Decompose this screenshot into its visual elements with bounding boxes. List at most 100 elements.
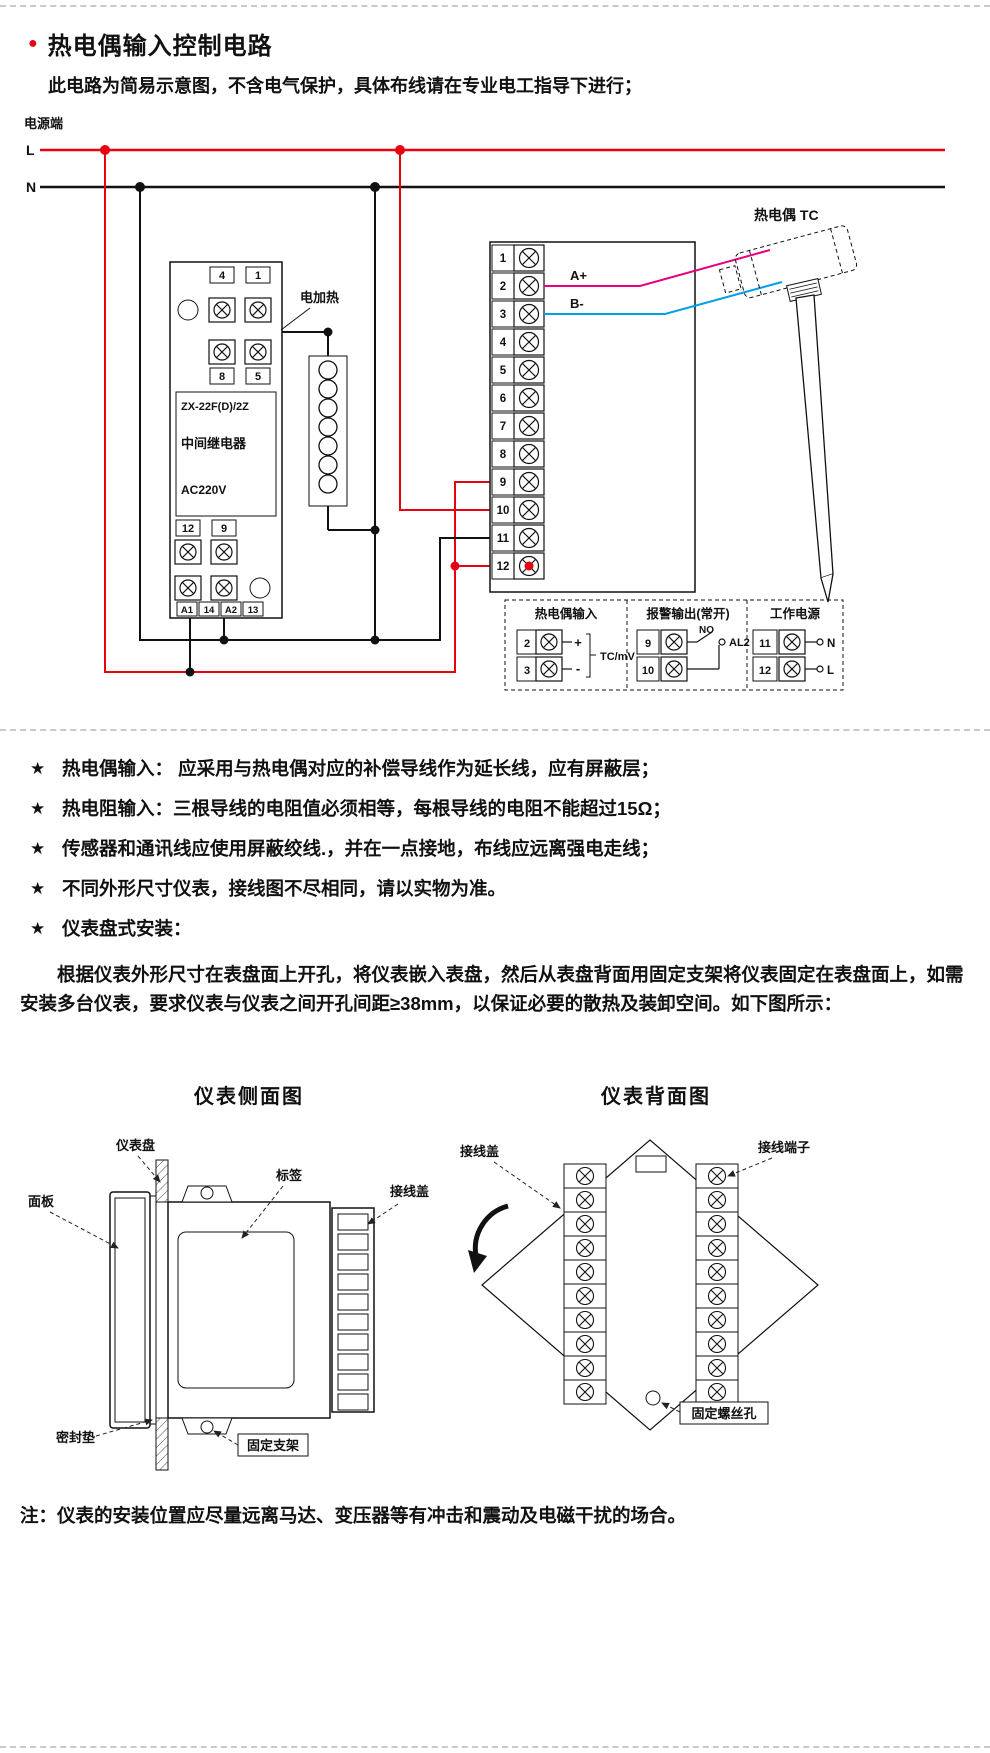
relay-name: 中间继电器 — [181, 436, 247, 451]
tc-input-title: 热电偶输入 — [535, 606, 598, 621]
junction-dot — [370, 182, 380, 192]
mid-divider — [0, 729, 990, 731]
alarm-jumper-wire — [454, 481, 492, 566]
terminal-12-dot — [524, 561, 534, 571]
relay-voltage: AC220V — [181, 483, 226, 497]
relay-terminal-8: 8 — [219, 371, 225, 383]
neutral-wire-run — [139, 187, 376, 641]
terminal-number: 12 — [497, 561, 510, 573]
back-cover-label: 接线盖 — [460, 1144, 499, 1159]
notes-list: ★ 热电偶输入： 应采用与热电偶对应的补偿导线作为延长线，应有屏蔽层； ★ 热电… — [30, 756, 960, 956]
wire-a-plus — [544, 249, 771, 287]
polarity-plus: + — [574, 635, 582, 650]
red-bullet-icon: ● — [28, 34, 38, 52]
relay-hole — [249, 577, 271, 599]
note-text: 热电阻输入：三根导线的电阻值必须相等，每根导线的电阻不能超过15Ω； — [62, 798, 671, 819]
side-view: 仪表盘 标签 接线盖 面板 密封垫 固定支架 — [28, 1138, 429, 1471]
power-l-label: L — [827, 665, 834, 677]
rotate-arrowhead-icon — [468, 1250, 487, 1273]
thermocouple-tip — [820, 573, 834, 603]
panel-cutout-bottom — [155, 1417, 169, 1471]
bottom-divider — [0, 1746, 990, 1748]
terminal-number: 2 — [500, 281, 506, 293]
thermocouple-label: 热电偶 TC — [754, 207, 819, 223]
legend-terminal: 3 — [524, 665, 530, 677]
junction-dot — [135, 182, 145, 192]
side-view-title: 仪表侧面图 — [194, 1086, 304, 1108]
back-view-title: 仪表背面图 — [601, 1086, 711, 1108]
legend-terminal: 2 — [524, 638, 530, 650]
terminal-number: 4 — [500, 337, 507, 349]
terminal-number: 3 — [500, 309, 506, 321]
relay-terminal-5: 5 — [255, 371, 261, 383]
list-item: ★ 不同外形尺寸仪表，接线图不尽相同，请以实物为准。 — [30, 876, 960, 902]
wire-a-label: A+ — [570, 268, 587, 283]
terminal-legend: 热电偶输入 2 3 + - TC/mV 报警输出(常开) 9 10 — [504, 599, 844, 691]
junction-dot — [185, 667, 195, 677]
junction-dot — [219, 635, 229, 645]
power-title: 工作电源 — [770, 606, 821, 621]
junction-dot — [370, 525, 380, 535]
top-bracket-screw — [200, 1186, 214, 1200]
line-n-label: N — [26, 179, 36, 195]
instrument: 1 2 3 4 5 6 7 8 9 10 11 12 — [489, 241, 696, 593]
terminal-strip-left — [563, 1163, 607, 1405]
relay-terminal-9: 9 — [221, 523, 227, 535]
note-text: 热电偶输入： 应采用与热电偶对应的补偿导线作为延长线，应有屏蔽层； — [62, 758, 660, 779]
rotate-arrow-icon — [472, 1203, 509, 1257]
junction-dot — [395, 145, 405, 155]
relay-label-box — [175, 391, 277, 517]
subtitle: 此电路为简易示意图，不含电气保护，具体布线请在专业电工指导下进行； — [48, 76, 642, 96]
wires — [100, 145, 492, 677]
alarm-al2-label: AL2 — [729, 637, 750, 649]
junction-dot — [100, 145, 110, 155]
screw-hole-label-box — [679, 1401, 769, 1425]
relay-module: 4 1 8 5 ZX-22F(D)/2Z 中间继电器 AC220V 12 9 A… — [169, 261, 283, 619]
terminal-number: 5 — [500, 365, 507, 377]
back-view: 接线盖 接线端子 固定螺丝孔 — [460, 1139, 819, 1431]
legend-terminal: 12 — [759, 665, 771, 677]
junction-dot — [323, 327, 333, 337]
thermocouple-probe — [795, 294, 834, 579]
terminal-cover-slots — [337, 1213, 369, 1411]
thermocouple-cap — [718, 225, 858, 299]
cover-diamond — [481, 1139, 819, 1431]
relay-terminal-12: 12 — [182, 523, 194, 535]
power-n-label: N — [827, 638, 835, 650]
bracket-label: 固定支架 — [247, 1438, 299, 1453]
panel-label: 仪表盘 — [115, 1138, 155, 1153]
terminal-strip-right — [695, 1163, 739, 1405]
junction-dot — [450, 561, 460, 571]
front-label: 面板 — [28, 1194, 55, 1209]
alarm-title: 报警输出(常开) — [646, 606, 729, 621]
panel-cutout-top — [155, 1159, 169, 1203]
relay-terminal-a1: A1 — [181, 605, 194, 616]
back-top-boss — [635, 1155, 667, 1173]
legend-alarm-output: 报警输出(常开) 9 10 NO AL2 — [636, 606, 750, 682]
bottom-bracket-screw — [200, 1420, 214, 1434]
heater-label: 电加热 — [300, 290, 339, 305]
fixing-screw-hole — [645, 1390, 661, 1406]
heater-coil-icon — [318, 360, 338, 494]
power-source-label: 电源端 — [24, 116, 63, 131]
relay-terminal-4: 4 — [219, 270, 226, 282]
legend-terminal: 11 — [759, 638, 771, 650]
list-item: ★ 仪表盘式安装： — [30, 916, 960, 942]
wire-b-label: B- — [570, 296, 584, 311]
star-icon: ★ — [30, 879, 46, 898]
terminal-number: 1 — [500, 253, 507, 265]
tag-label: 标签 — [275, 1168, 303, 1183]
page-title: 热电偶输入控制电路 — [47, 33, 273, 60]
legend-working-power: 工作电源 11 12 N L — [752, 606, 835, 682]
gasket-label: 密封垫 — [55, 1430, 95, 1445]
legend-terminal: 10 — [642, 665, 654, 677]
list-item: ★ 热电阻输入：三根导线的电阻值必须相等，每根导线的电阻不能超过15Ω； — [30, 796, 960, 822]
circuit-diagram: 电源端 L N — [24, 116, 945, 691]
star-icon: ★ — [30, 799, 46, 818]
legend-terminal: 9 — [645, 638, 651, 650]
label-area — [177, 1231, 295, 1389]
star-icon: ★ — [30, 839, 46, 858]
title-row: ● 热电偶输入控制电路 — [28, 26, 273, 61]
heater-pointer — [280, 307, 311, 331]
